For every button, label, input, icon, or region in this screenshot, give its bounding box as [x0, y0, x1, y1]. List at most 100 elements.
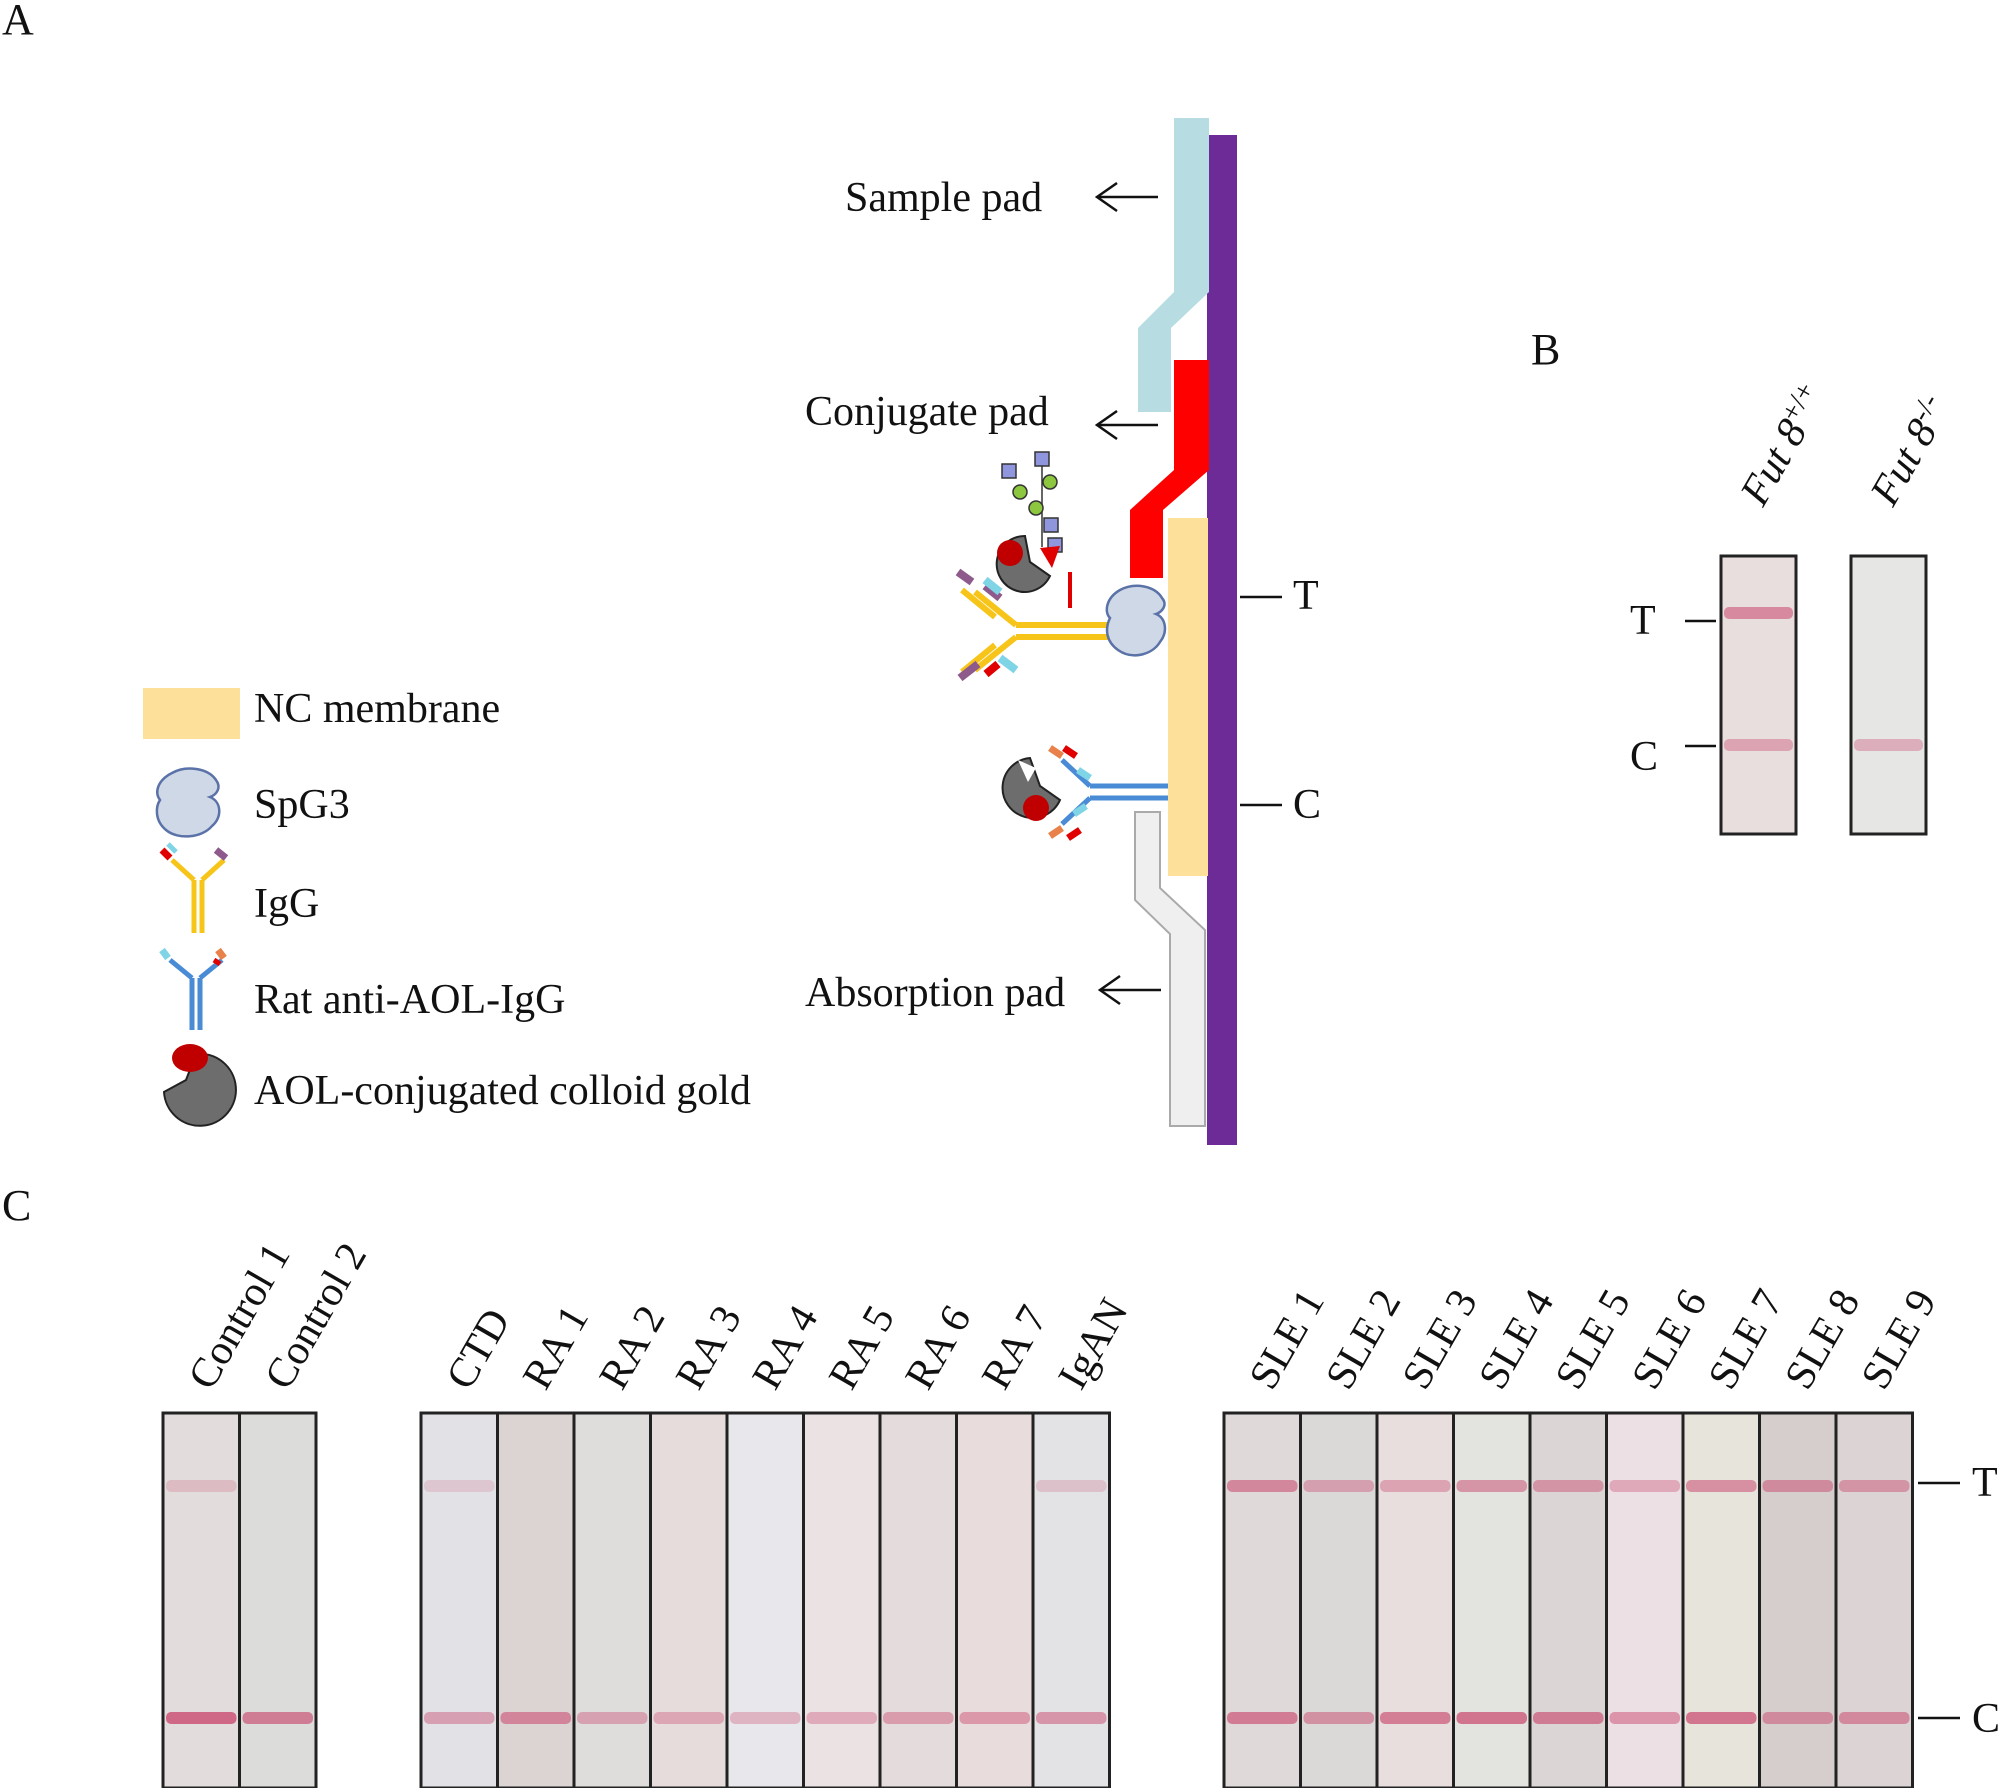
control-band — [653, 1712, 724, 1724]
control-band — [1533, 1712, 1604, 1724]
strip-body — [1300, 1413, 1377, 1788]
test-band — [1533, 1480, 1604, 1492]
test-band — [1380, 1480, 1451, 1492]
sample-pad-label: Sample pad — [845, 175, 1042, 221]
aol-gold-icon — [162, 1044, 237, 1127]
strip-label: RA 2 — [591, 1298, 675, 1397]
nc-membrane — [1168, 518, 1208, 876]
strip-label: RA 6 — [897, 1298, 981, 1397]
control-band — [500, 1712, 571, 1724]
panel-c-label: C — [2, 1181, 31, 1230]
strip-body — [421, 1413, 498, 1788]
igg-antibody — [955, 568, 1112, 682]
test-band — [1227, 1480, 1298, 1492]
control-band — [730, 1712, 801, 1724]
strip-outline — [1719, 554, 1798, 836]
control-band — [883, 1712, 954, 1724]
test-band — [1036, 1480, 1107, 1492]
strip-body — [1836, 1413, 1913, 1788]
sample-pad-arrow — [1094, 181, 1158, 213]
control-band — [1609, 1712, 1680, 1724]
strip-body — [803, 1413, 880, 1788]
control-band — [242, 1712, 313, 1724]
test-strip: Fut 8+/+ — [1719, 377, 1837, 836]
control-line-label: C — [1293, 782, 1321, 828]
legend-label-spg3: SpG3 — [254, 782, 350, 828]
panel-b-control-label: C — [1630, 734, 1658, 780]
strip-label: RA 1 — [514, 1298, 598, 1397]
strip-label: SLE 3 — [1394, 1282, 1487, 1397]
panel-b-label: B — [1531, 325, 1560, 374]
control-band — [1839, 1712, 1910, 1724]
test-band — [1686, 1480, 1757, 1492]
strip-label: SLE 9 — [1853, 1282, 1946, 1397]
strip-body — [1377, 1413, 1454, 1788]
control-band — [1686, 1712, 1757, 1724]
strip-body — [880, 1413, 957, 1788]
panel-b-test-label: T — [1630, 598, 1656, 644]
test-band — [1762, 1480, 1833, 1492]
control-band — [1380, 1712, 1451, 1724]
strip-body — [650, 1413, 727, 1788]
strip-body — [1033, 1413, 1110, 1788]
strip-label: CTD — [438, 1301, 520, 1397]
test-band — [1303, 1480, 1374, 1492]
strip-label: SLE 1 — [1241, 1282, 1334, 1397]
backing-card — [1207, 135, 1237, 1145]
strip-outline — [238, 1411, 318, 1788]
test-band — [424, 1480, 495, 1492]
panel-a-label: A — [2, 0, 34, 44]
legend-label-igg: IgG — [254, 881, 319, 927]
panel-b-strips: Fut 8+/+Fut 8-/- — [1719, 377, 1947, 836]
strip-label: RA 7 — [973, 1298, 1057, 1397]
strip-body — [1224, 1413, 1301, 1788]
control-band — [1036, 1712, 1107, 1724]
absorption-pad-label: Absorption pad — [805, 970, 1065, 1016]
spg3-icon — [155, 767, 221, 838]
control-band — [424, 1712, 495, 1724]
test-strip: SLE 9 — [1834, 1282, 1946, 1788]
absorption-pad — [1134, 811, 1206, 1127]
strip-body — [1851, 556, 1926, 834]
strip-outline — [1834, 1411, 1914, 1788]
strip-label: SLE 5 — [1547, 1282, 1640, 1397]
aol-gold-particle-c — [1001, 756, 1062, 821]
test-strip: RA 4 — [725, 1298, 828, 1788]
strip-label: RA 4 — [744, 1298, 828, 1397]
control-band — [1724, 739, 1793, 751]
strip-label: RA 3 — [667, 1298, 751, 1397]
strip-body — [239, 1413, 316, 1788]
strip-body — [1759, 1413, 1836, 1788]
strip-label: SLE 7 — [1700, 1282, 1793, 1397]
panel-c-test-label: T — [1972, 1460, 1998, 1506]
strip-body — [574, 1413, 651, 1788]
spg3-particle — [1105, 584, 1167, 657]
rat-anti-aol-igg — [1048, 745, 1168, 841]
absorption-pad-arrow — [1097, 974, 1161, 1006]
strip-label: SLE 2 — [1317, 1282, 1410, 1397]
control-band — [166, 1712, 237, 1724]
strip-body — [956, 1413, 1033, 1788]
strip-body — [1606, 1413, 1683, 1788]
control-band — [959, 1712, 1030, 1724]
legend-label-aol-gold: AOL-conjugated colloid gold — [254, 1068, 751, 1114]
strip-body — [1530, 1413, 1607, 1788]
test-band — [1609, 1480, 1680, 1492]
glycan-icon — [1001, 451, 1063, 553]
aol-gold-particle — [995, 534, 1060, 593]
strip-label: Fut 8+/+ — [1730, 377, 1837, 514]
control-band — [1227, 1712, 1298, 1724]
control-band — [1854, 739, 1923, 751]
test-band — [1724, 607, 1793, 619]
legend: NC membrane SpG3 IgG Rat anti-AOL-IgG — [143, 686, 751, 1127]
control-band — [806, 1712, 877, 1724]
control-band — [1456, 1712, 1527, 1724]
conjugate-pad-arrow — [1094, 409, 1158, 441]
strip-label: IgAN — [1050, 1291, 1138, 1397]
strip-outline — [1849, 554, 1928, 836]
legend-label-rat-anti-aol-igg: Rat anti-AOL-IgG — [254, 977, 565, 1023]
test-strip: Fut 8-/- — [1849, 388, 1947, 836]
igg-complex — [955, 451, 1167, 682]
strip-label: SLE 4 — [1470, 1282, 1563, 1397]
